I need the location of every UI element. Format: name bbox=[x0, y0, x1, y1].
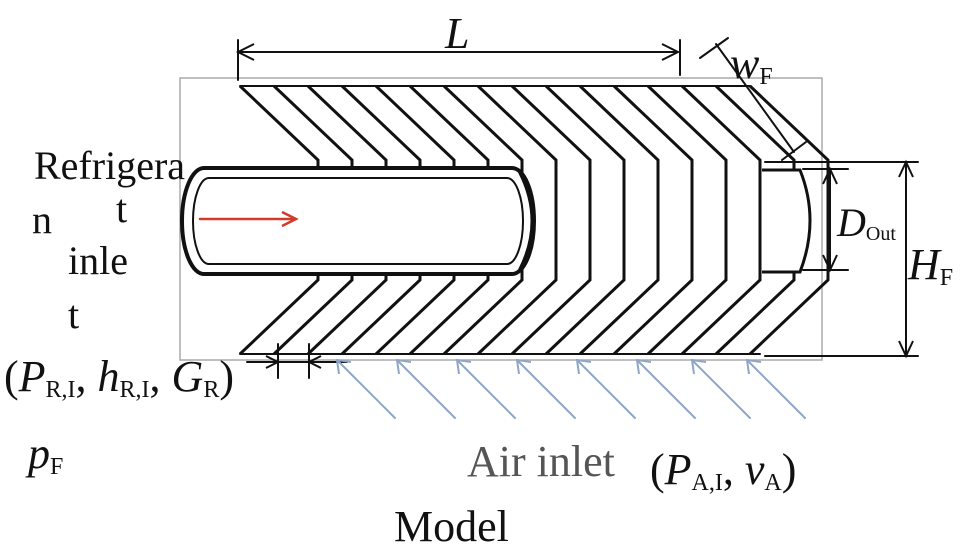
refrigerant-inlet-line2a: n bbox=[32, 197, 52, 242]
fin-plate bbox=[612, 84, 694, 356]
pressure-subscript: R,I bbox=[45, 377, 76, 403]
pressure-symbol: P bbox=[18, 352, 46, 401]
fin-pitch-symbol: p bbox=[28, 429, 50, 478]
air-flow-arrow bbox=[396, 359, 456, 419]
air-flow-arrow bbox=[636, 359, 696, 419]
open-paren: ( bbox=[4, 352, 19, 401]
fin-height-arrow-bottom bbox=[898, 340, 914, 359]
fin-plate bbox=[646, 84, 728, 356]
air-velocity-subscript: A bbox=[764, 470, 782, 496]
length-label: L bbox=[445, 9, 470, 58]
air-flow-arrow-head bbox=[395, 358, 412, 375]
mass-flux-subscript: R bbox=[203, 377, 220, 403]
fin-plate bbox=[476, 84, 558, 356]
outer-diameter-symbol: D bbox=[837, 200, 866, 245]
air-flow-arrow-head bbox=[455, 358, 472, 375]
outer-diameter-subscript: Out bbox=[865, 223, 896, 245]
air-inlet-label: Air inlet bbox=[467, 440, 615, 484]
fin-height-subscript: F bbox=[939, 265, 954, 291]
diameter-arrow-bottom bbox=[822, 254, 838, 273]
refrigerant-inlet-line1: Refrigera bbox=[34, 143, 186, 188]
tube-end-cap bbox=[518, 171, 535, 271]
separator: , bbox=[149, 352, 161, 401]
refrigerant-flow-arrow-head bbox=[281, 210, 299, 228]
enthalpy-symbol: h bbox=[97, 352, 120, 401]
fin-pitch-arrow-left bbox=[265, 355, 281, 369]
length-arrow-right bbox=[661, 43, 681, 61]
fin-height-label: HF bbox=[908, 240, 954, 291]
air-flow-arrow bbox=[336, 359, 396, 419]
fin-width-symbol: w bbox=[730, 39, 760, 88]
close-paren: ) bbox=[219, 352, 234, 401]
fin-height-arrow-top bbox=[898, 159, 914, 178]
refrigerant-inlet-conditions: (PR,I, hR,I, GR) bbox=[4, 352, 234, 403]
open-paren: ( bbox=[650, 445, 665, 494]
air-flow-arrow-head bbox=[515, 358, 532, 375]
outer-diameter-label: DOut bbox=[837, 200, 896, 245]
refrigerant-inlet-line2b: t bbox=[116, 186, 128, 231]
air-velocity-symbol: v bbox=[744, 445, 765, 494]
air-flow-arrow bbox=[746, 359, 806, 419]
fin-plate bbox=[510, 84, 592, 356]
air-flow-arrow bbox=[691, 359, 751, 419]
air-inlet-text: Air inlet bbox=[467, 437, 615, 486]
fin-pitch-subscript: F bbox=[50, 454, 64, 480]
fin-plate bbox=[748, 84, 830, 356]
air-flow-arrow-head bbox=[635, 358, 652, 375]
air-flow-arrow bbox=[516, 359, 576, 419]
length-arrow-left bbox=[235, 43, 255, 61]
air-flow-arrow-head bbox=[335, 358, 352, 375]
fin-width-subscript: F bbox=[759, 64, 773, 90]
close-paren: ) bbox=[781, 445, 797, 494]
air-flow-arrow-head bbox=[745, 358, 762, 375]
tube-outlet-stub bbox=[762, 168, 812, 274]
mass-flux-symbol: G bbox=[171, 352, 204, 401]
air-flow-arrow bbox=[576, 359, 636, 419]
fin-width-extension-bottom bbox=[781, 141, 807, 161]
air-pressure-symbol: P bbox=[664, 445, 692, 494]
air-inlet-conditions: (PA,I, vA) bbox=[650, 445, 797, 496]
enthalpy-subscript: R,I bbox=[119, 377, 150, 403]
air-flow-arrow-head bbox=[690, 358, 707, 375]
separator: , bbox=[722, 445, 734, 494]
fin-plate bbox=[680, 84, 762, 356]
air-pressure-subscript: A,I bbox=[691, 470, 723, 496]
tube-inner-wall bbox=[192, 177, 524, 265]
refrigerant-inlet-line3: inle bbox=[68, 238, 128, 283]
fin-width-extension-top bbox=[699, 37, 729, 59]
air-flow-arrow bbox=[456, 359, 516, 419]
fin-width-label: wF bbox=[730, 39, 773, 90]
fin-bounding-box bbox=[179, 77, 823, 361]
tube-body bbox=[180, 166, 536, 276]
diameter-arrow-top bbox=[822, 166, 838, 185]
fin-plate bbox=[544, 84, 626, 356]
fin-plate bbox=[578, 84, 660, 356]
figure-caption: Model bbox=[394, 502, 509, 551]
air-flow-arrow-head bbox=[575, 358, 592, 375]
separator: , bbox=[75, 352, 87, 401]
refrigerant-inlet-line4: t bbox=[68, 292, 80, 337]
fin-pitch-label: pF bbox=[28, 429, 64, 480]
fin-height-symbol: H bbox=[908, 240, 940, 289]
fin-pitch-arrow-right bbox=[306, 355, 322, 369]
fin-width-dimension-line bbox=[715, 43, 795, 153]
